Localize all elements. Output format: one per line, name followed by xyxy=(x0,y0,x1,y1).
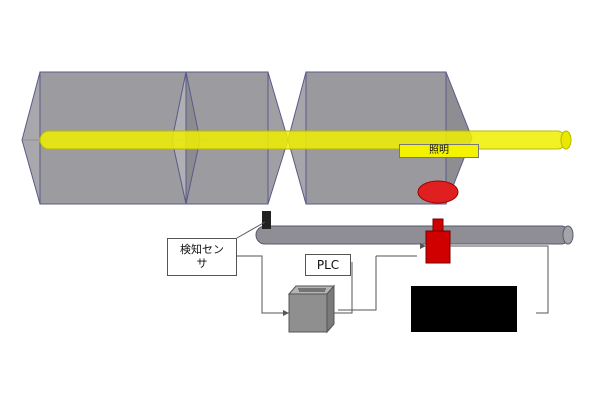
sensor-block-icon xyxy=(262,211,271,229)
arrowheads xyxy=(283,243,426,316)
conveyor-tube xyxy=(255,225,574,245)
plc-unit-icon xyxy=(287,284,336,334)
plc-label: PLC xyxy=(305,254,351,276)
detection-spot xyxy=(417,180,459,204)
light-beam xyxy=(39,130,572,150)
cutter-block xyxy=(411,286,517,332)
lighting-label: 照明 xyxy=(399,144,479,158)
red-actuator-icon xyxy=(425,218,451,264)
detection-sensor-label: 検知セン サ xyxy=(167,238,237,276)
detection-sensor-label-line2: サ xyxy=(196,257,208,270)
signal-wires xyxy=(236,221,549,314)
detection-sensor-label-line1: 検知セン xyxy=(180,243,224,256)
